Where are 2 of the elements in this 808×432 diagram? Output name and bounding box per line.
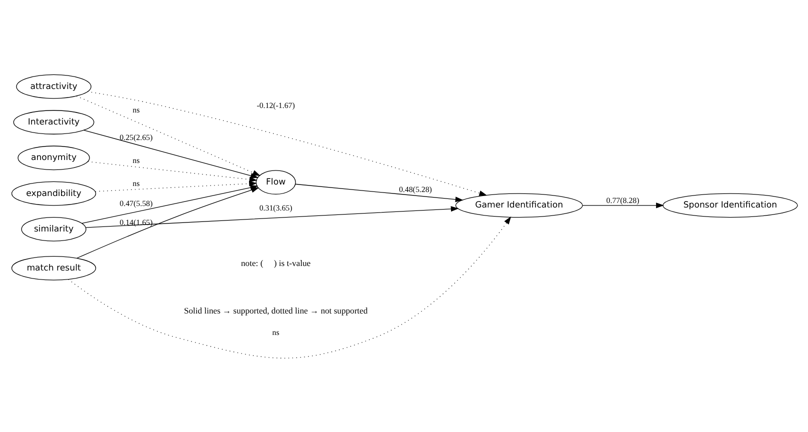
label: note: ( ) is t-value [240,257,310,268]
label: Solid lines → supported, dotted line → not supported [183,304,368,315]
